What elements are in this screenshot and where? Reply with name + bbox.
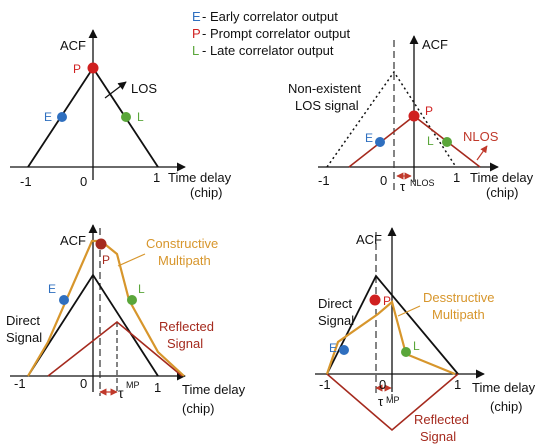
- tick-1: 1: [453, 170, 460, 185]
- tau-superscript: MP: [386, 395, 400, 405]
- legend-prompt-text: - Prompt correlator output: [202, 26, 351, 41]
- tick-1: 1: [153, 170, 160, 185]
- x-axis-unit: (chip): [486, 185, 519, 200]
- x-axis-label: Time delay: [472, 380, 536, 395]
- composite-label-line2: Multipath: [432, 307, 485, 322]
- legend-late: L - Late correlator output: [192, 43, 334, 58]
- x-axis-unit: (chip): [182, 401, 215, 416]
- prompt-label: P: [102, 253, 110, 267]
- early-label: E: [365, 131, 373, 145]
- prompt-point: [87, 62, 99, 74]
- tick-neg1: -1: [319, 377, 331, 392]
- x-axis-unit: (chip): [490, 399, 523, 414]
- legend: E - Early correlator output P - Prompt c…: [192, 9, 351, 58]
- reflected-label-line2: Signal: [167, 336, 203, 351]
- tau-superscript: MP: [126, 380, 140, 390]
- reflected-label-line1: Reflected: [414, 412, 469, 427]
- nlos-label: NLOS: [463, 129, 499, 144]
- early-point: [375, 137, 385, 147]
- reflected-curve: [326, 373, 459, 432]
- y-axis-label: ACF: [60, 233, 86, 248]
- legend-late-text: - Late correlator output: [202, 43, 334, 58]
- tick-1: 1: [454, 377, 461, 392]
- tau-symbol: τ: [118, 385, 124, 401]
- tick-0: 0: [380, 173, 387, 188]
- panel-bottom-right: ACF Desstructive Multipath Direct Signal…: [315, 227, 536, 444]
- ghost-label-line1: Non-existent: [288, 81, 361, 96]
- late-label: L: [138, 282, 145, 296]
- tick-neg1: -1: [14, 376, 26, 391]
- tick-neg1: -1: [20, 174, 32, 189]
- direct-label-line1: Direct: [318, 296, 352, 311]
- composite-label-line1: Constructive: [146, 236, 218, 251]
- tau-subscript: NLOS: [410, 178, 435, 188]
- ghost-los-curve: [326, 70, 457, 168]
- early-point: [339, 345, 349, 355]
- y-axis-label: ACF: [356, 232, 382, 247]
- direct-curve: [326, 274, 459, 375]
- composite-curve: [325, 300, 456, 376]
- prompt-label: P: [425, 104, 433, 118]
- early-point: [59, 295, 69, 305]
- x-axis-label: Time delay: [182, 382, 246, 397]
- prompt-point: [95, 238, 107, 250]
- x-axis-label: Time delay: [168, 170, 232, 185]
- tick-1: 1: [154, 380, 161, 395]
- tick-0: 0: [379, 377, 386, 392]
- late-point: [442, 137, 452, 147]
- prompt-label: P: [73, 62, 81, 76]
- ghost-label-line2: LOS signal: [295, 98, 359, 113]
- direct-label-line1: Direct: [6, 313, 40, 328]
- legend-late-letter: L: [192, 43, 199, 58]
- late-label: L: [427, 134, 434, 148]
- prompt-label: P: [383, 294, 391, 308]
- late-point: [127, 295, 137, 305]
- tick-neg1: -1: [318, 173, 330, 188]
- prompt-point: [369, 294, 381, 306]
- early-label: E: [44, 110, 52, 124]
- early-point: [57, 112, 67, 122]
- legend-early-text: - Early correlator output: [202, 9, 338, 24]
- legend-prompt-letter: P: [192, 26, 201, 41]
- legend-prompt: P - Prompt correlator output: [192, 26, 351, 41]
- legend-early: E - Early correlator output: [192, 9, 338, 24]
- early-label: E: [329, 341, 337, 355]
- los-arrow: [104, 81, 127, 99]
- direct-label-line2: Signal: [6, 330, 42, 345]
- reflected-label-line2: Signal: [420, 429, 456, 444]
- panel-bottom-left: ACF Constructive Multipath Direct Signal…: [6, 224, 246, 416]
- composite-pointer: [117, 253, 146, 267]
- tick-0: 0: [80, 376, 87, 391]
- prompt-point: [408, 110, 420, 122]
- x-axis-unit: (chip): [190, 185, 223, 200]
- composite-label-line2: Multipath: [158, 253, 211, 268]
- composite-curve: [27, 239, 185, 377]
- late-label: L: [413, 339, 420, 353]
- composite-label-line1: Desstructive: [423, 290, 495, 305]
- nlos-arrow: [476, 145, 488, 161]
- legend-early-letter: E: [192, 9, 201, 24]
- reflected-curve: [47, 320, 183, 377]
- y-axis-label: ACF: [60, 38, 86, 53]
- reflected-label-line1: Reflected: [159, 319, 214, 334]
- y-axis-label: ACF: [422, 37, 448, 52]
- tau-symbol: τ: [400, 179, 406, 194]
- panel-top-left: ACF LOS E P L -1 0 1 Time delay (chip): [10, 29, 232, 200]
- early-label: E: [48, 282, 56, 296]
- late-point: [121, 112, 131, 122]
- direct-label-line2: Signal: [318, 313, 354, 328]
- tau-symbol: τ: [378, 394, 384, 409]
- panel-top-right: ACF Non-existent LOS signal NLOS E P L τ…: [288, 35, 534, 200]
- direct-curve: [27, 273, 159, 377]
- late-label: L: [137, 110, 144, 124]
- late-point: [401, 347, 411, 357]
- x-axis-label: Time delay: [470, 170, 534, 185]
- los-label: LOS: [131, 81, 157, 96]
- tick-0: 0: [80, 174, 87, 189]
- composite-pointer: [397, 305, 421, 317]
